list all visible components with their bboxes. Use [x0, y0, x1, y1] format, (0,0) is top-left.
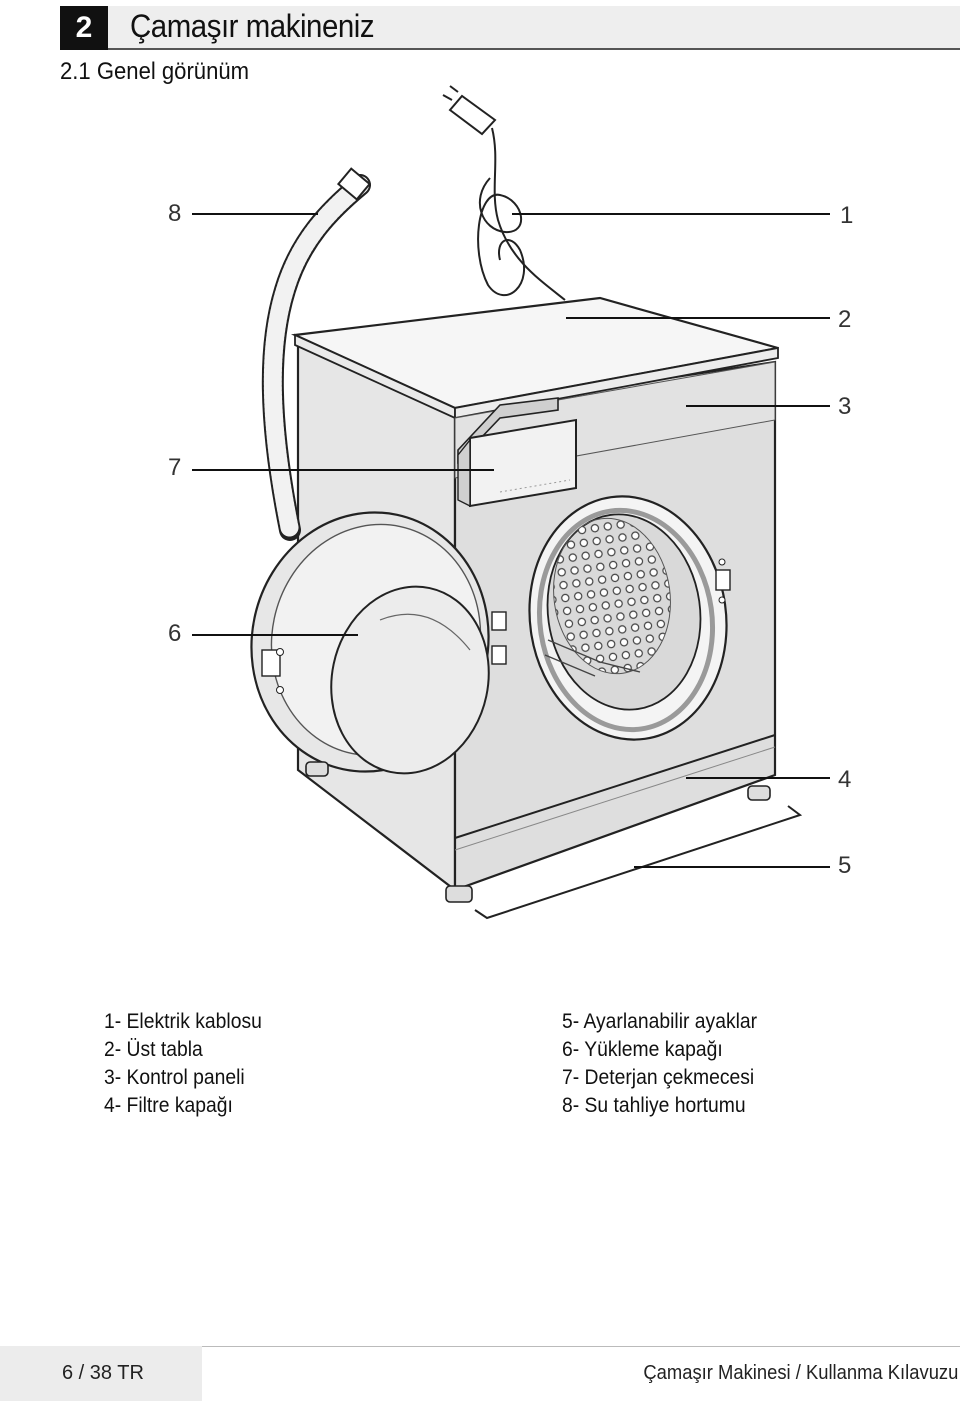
callout-2: 2 [838, 306, 852, 333]
legend-item: 7- Deterjan çekmecesi [562, 1066, 755, 1089]
callout-3: 3 [838, 393, 852, 420]
legend-left: 1- Elektrik kablosu 2- Üst tabla 3- Kont… [104, 1008, 262, 1120]
header-rule [108, 48, 960, 50]
washing-machine-illustration [192, 85, 830, 920]
adjustable-foot [747, 785, 771, 801]
power-cable [491, 127, 566, 301]
adjustable-foot [305, 761, 329, 777]
legend-item: 5- Ayarlanabilir ayaklar [562, 1010, 758, 1033]
leader-lines [192, 213, 830, 868]
legend-item: 6- Yükleme kapağı [562, 1038, 723, 1061]
callout-6: 6 [168, 620, 182, 647]
footer-page-box [0, 1346, 202, 1401]
section-header-bar [60, 6, 960, 50]
legend-item: 8- Su tahliye hortumu [562, 1094, 746, 1117]
callout-8: 8 [168, 200, 182, 227]
footer-document-title: Çamaşır Makinesi / Kullanma Kılavuzu [643, 1362, 958, 1384]
footer-page-number: 6 / 38 TR [62, 1362, 144, 1384]
section-title: Çamaşır makineniz [130, 8, 375, 44]
legend-item: 2- Üst tabla [104, 1038, 203, 1061]
subsection-title: 2.1 Genel görünüm [60, 58, 250, 85]
section-number: 2 [60, 6, 108, 50]
footer-rule [202, 1346, 960, 1347]
callout-4: 4 [838, 766, 852, 793]
callout-5: 5 [838, 852, 852, 879]
legend-right: 5- Ayarlanabilir ayaklar 6- Yükleme kapa… [562, 1008, 757, 1120]
legend-item: 1- Elektrik kablosu [104, 1010, 262, 1033]
adjustable-foot [445, 885, 473, 903]
loading-door-glass [330, 585, 490, 775]
legend-item: 4- Filtre kapağı [104, 1094, 233, 1117]
legend-item: 3- Kontrol paneli [104, 1066, 245, 1089]
callout-7: 7 [168, 454, 182, 481]
callout-1: 1 [840, 202, 854, 229]
